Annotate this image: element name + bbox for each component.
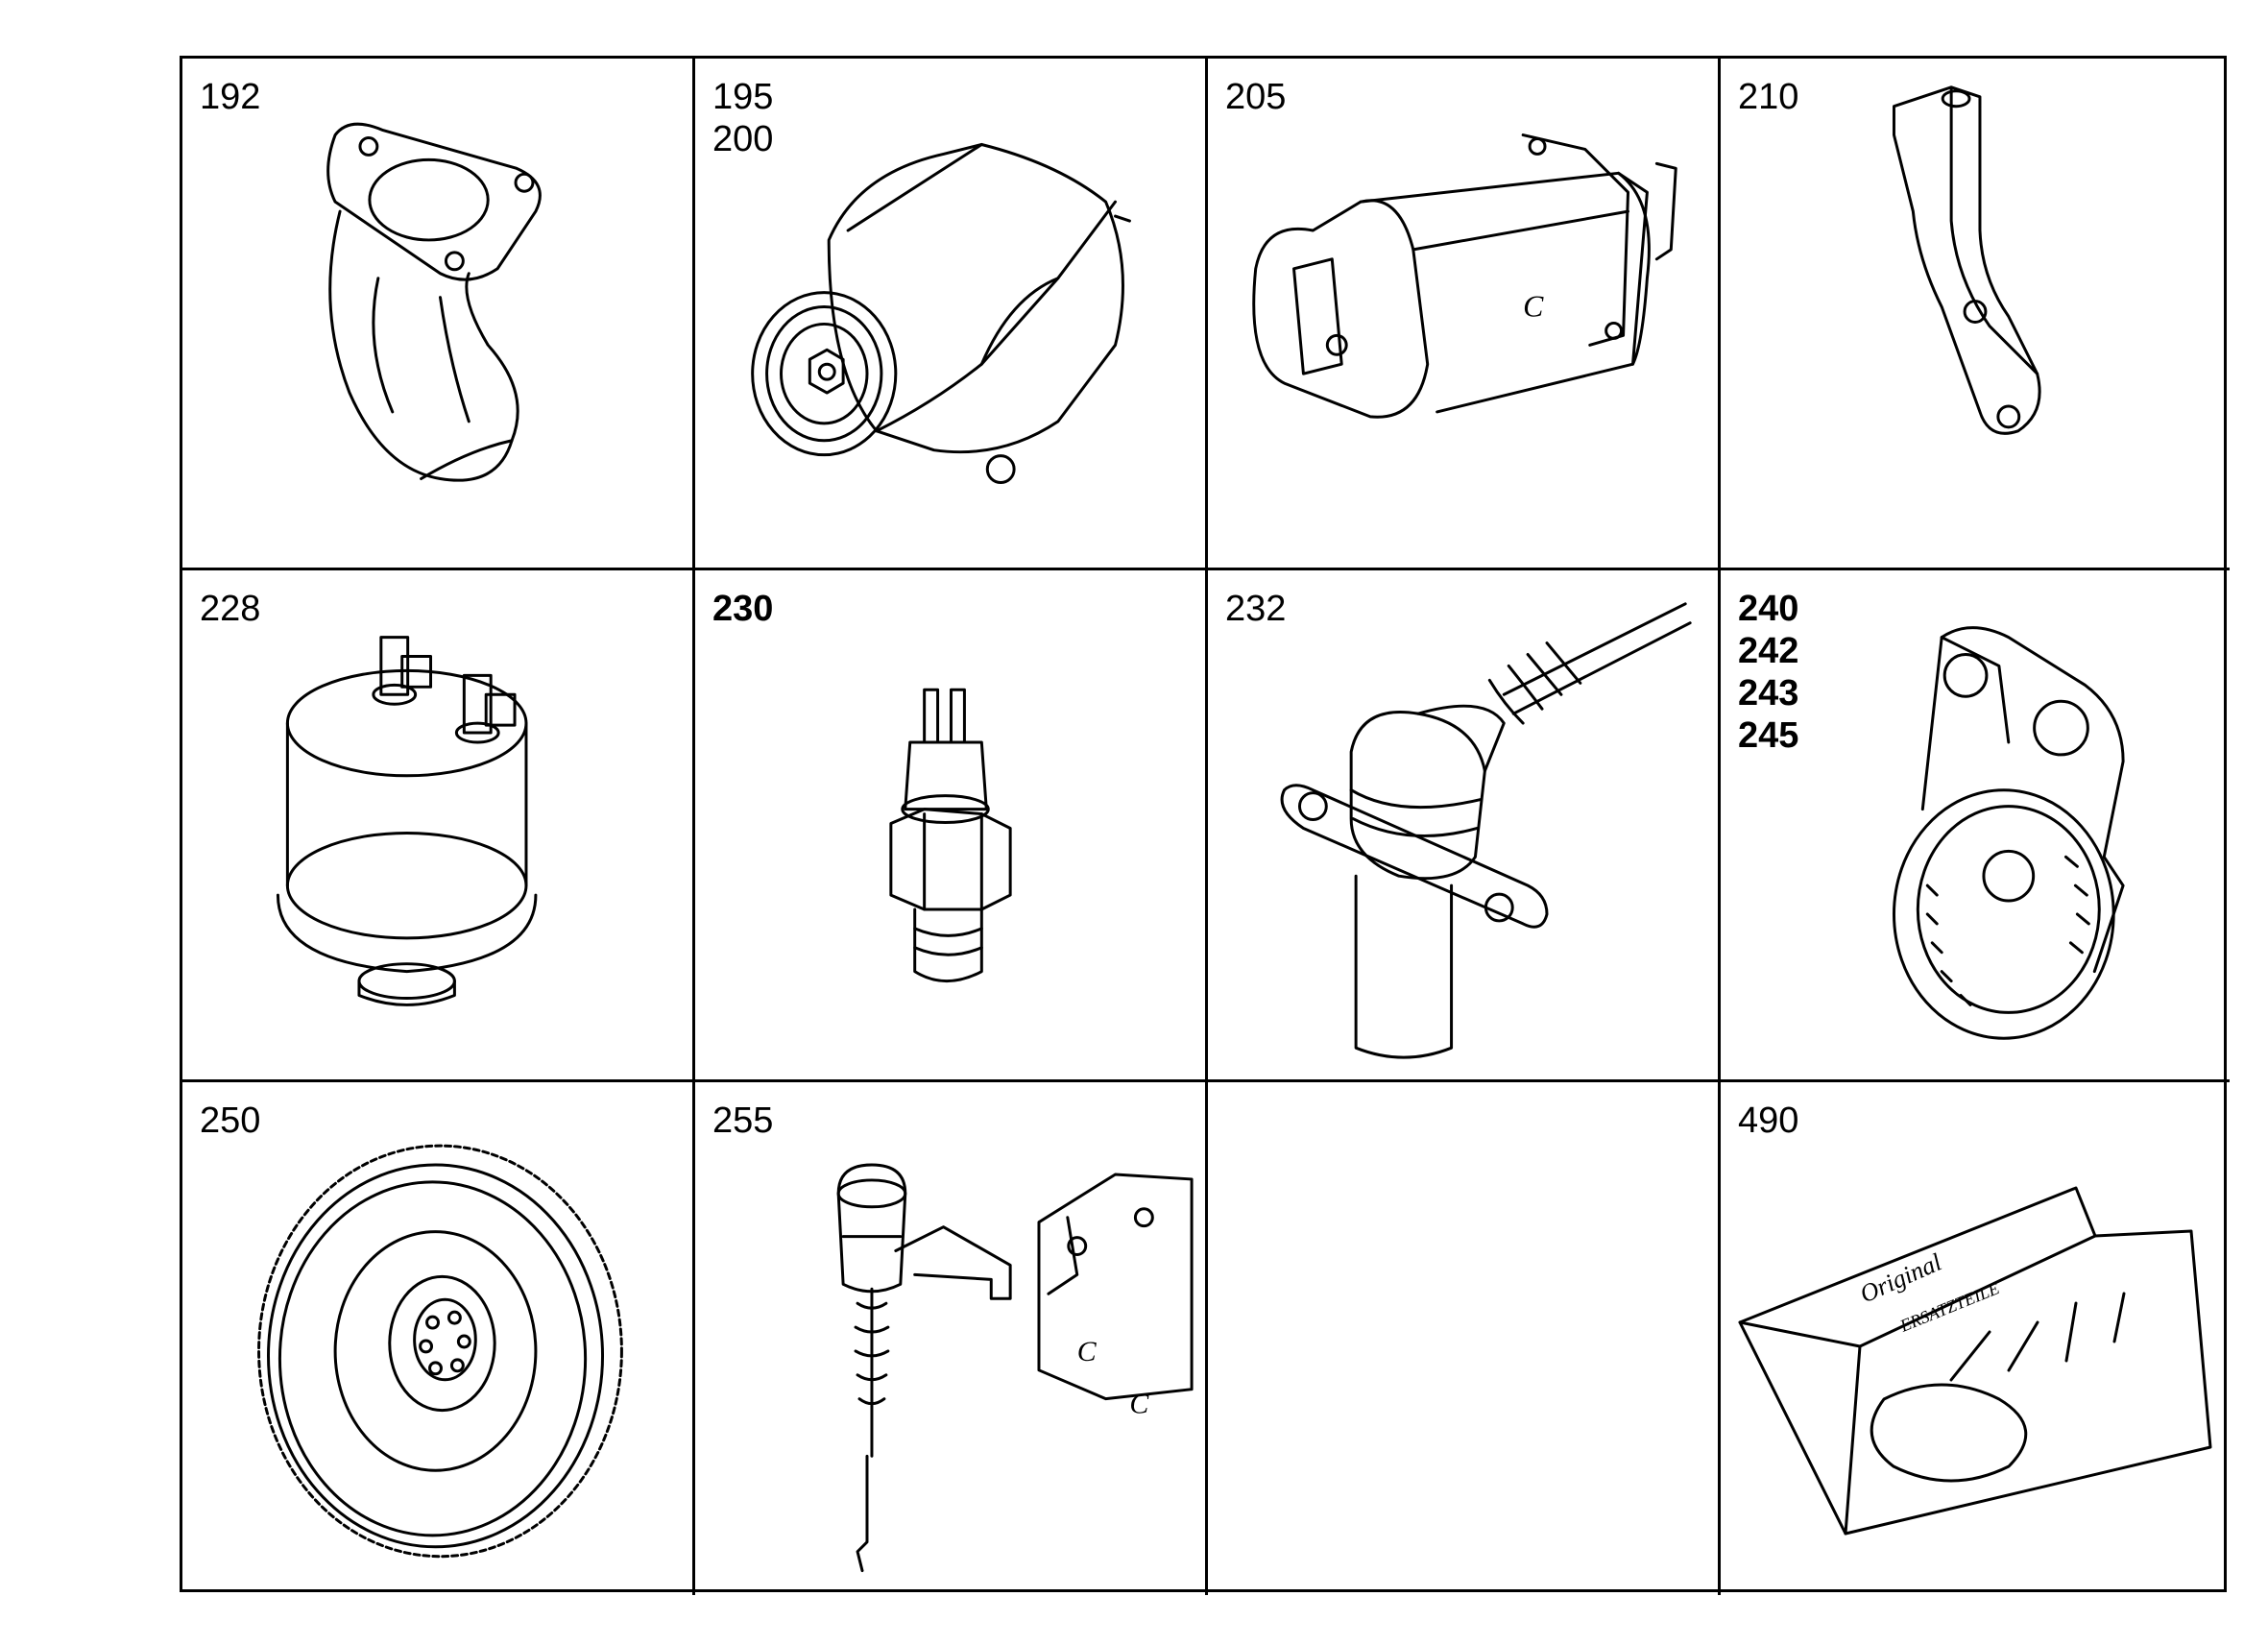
part-number-label: 228 <box>200 589 261 629</box>
part-number-label: 255 <box>712 1101 774 1141</box>
part-cell-232[interactable]: 232 <box>1208 570 1721 1082</box>
part-cell-empty <box>1208 1082 1721 1595</box>
svg-text:C: C <box>1077 1336 1098 1367</box>
part-cell-250[interactable]: 250 <box>182 1082 695 1595</box>
part-cell-205[interactable]: 205 C <box>1208 59 1721 570</box>
part-number-label: 232 <box>1225 589 1287 629</box>
part-cell-228[interactable]: 228 <box>182 570 695 1082</box>
gear-housing-icon <box>1892 626 2125 1040</box>
svg-text:C: C <box>1129 1389 1149 1420</box>
svg-text:C: C <box>1523 289 1544 323</box>
exhaust-elbow-icon <box>326 122 542 482</box>
part-number-label: 230 <box>712 589 774 629</box>
speed-sensor-icon <box>1280 602 1692 1059</box>
part-cell-210[interactable]: 210 <box>1721 59 2230 570</box>
oil-pressure-sender-icon <box>276 636 538 1006</box>
part-number-label: 205 <box>1225 77 1287 117</box>
part-cell-192[interactable]: 192 <box>182 59 695 570</box>
shutdown-solenoid-icon: C C <box>836 1163 1194 1573</box>
part-cell-490[interactable]: 490 Original ERSATZTEILE <box>1721 1082 2230 1595</box>
part-number-label: 192 <box>200 77 261 117</box>
part-cell-255[interactable]: 255 C C <box>695 1082 1208 1595</box>
alternator-icon <box>751 143 1131 484</box>
flywheel-icon <box>257 1144 623 1559</box>
starter-motor-icon: C <box>1252 133 1677 419</box>
part-cell-230[interactable]: 230 <box>695 570 1208 1082</box>
mounting-bracket-icon <box>1892 85 2041 435</box>
temperature-switch-icon <box>889 688 1012 982</box>
part-number-label: 250 <box>200 1101 261 1141</box>
part-number-label: 490 <box>1738 1101 1799 1141</box>
parts-box-icon: Original ERSATZTEILE <box>1738 1186 2212 1536</box>
part-number-label: 210 <box>1738 77 1799 117</box>
